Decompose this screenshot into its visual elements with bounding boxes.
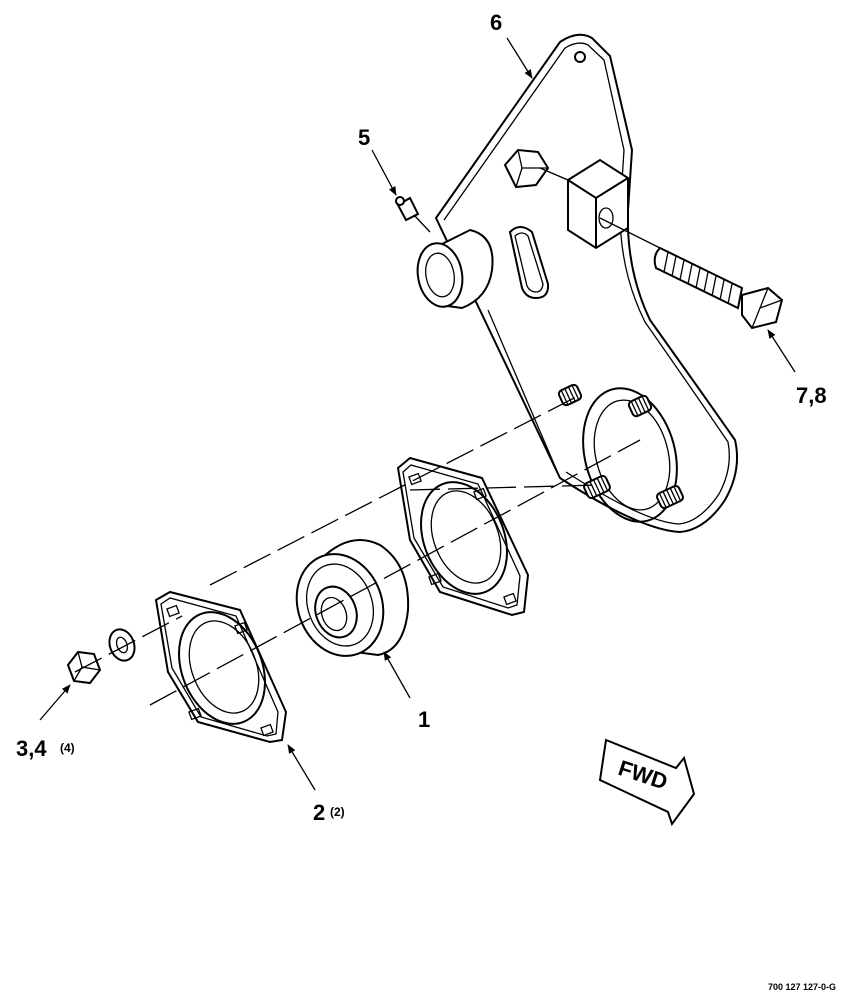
callout-mounting-plate: 6 [490,10,502,35]
plate-hex-nut [503,148,550,189]
callout-flange-group: 2 (2) [313,800,345,825]
assembly-centerlines [74,167,661,706]
spacer-bushing [416,228,494,310]
callout-bearing: 1 [418,707,430,732]
forward-direction-arrow: FWD [598,738,696,827]
plate-bearing-opening [582,387,678,523]
mounting-studs [557,383,684,510]
callout-nut-washer: 3,4 [16,736,47,761]
callout-flange-qty: (2) [330,805,345,819]
carriage-bolt [653,246,784,330]
mounting-plate [434,33,738,534]
flange-inner [396,456,530,617]
grease-fitting [395,196,420,222]
callout-grease-fitting: 5 [358,125,370,150]
lock-washer [108,628,136,662]
drawing-number: 700 127 127-0-G [768,982,836,992]
callout-bolt-nut: 7,8 [796,383,827,408]
tension-block [567,158,629,250]
bearing [295,539,410,657]
callout-nut-washer-group: 3,4 (4) [16,736,75,761]
leader-lines [39,37,796,791]
callout-nut-washer-qty: (4) [60,741,75,755]
callout-flange: 2 [313,800,325,825]
